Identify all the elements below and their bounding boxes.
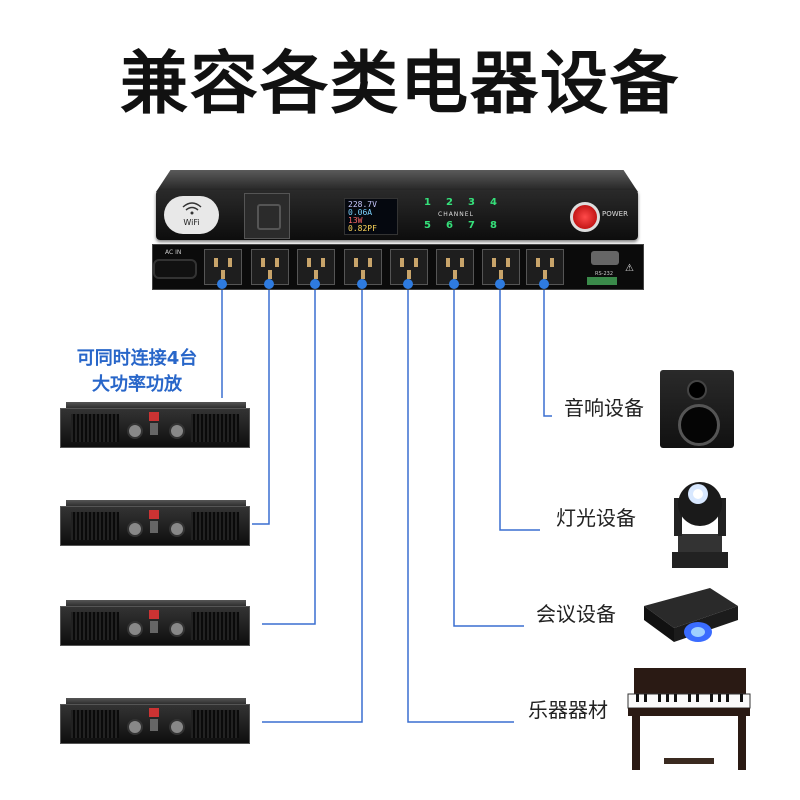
ac-in-label: AC IN: [165, 249, 182, 256]
amp-grill-right: [191, 710, 239, 738]
amp-power-switch: [150, 621, 158, 633]
line-outlet-6: [453, 284, 524, 627]
device-top-cover: [156, 170, 638, 192]
amp-group-label-line1: 可同时连接4台: [76, 348, 198, 369]
amplifier-top-3: [66, 600, 246, 608]
wifi-button[interactable]: WiFi: [164, 196, 219, 234]
wifi-label: WiFi: [183, 218, 200, 227]
speaker-label: 音响设备: [564, 396, 644, 420]
power-label: POWER: [602, 210, 628, 218]
moving-head-light-icon: [672, 482, 728, 568]
lcd-pf: 0.82PF: [348, 224, 377, 233]
amp-knob-left: [127, 719, 143, 735]
channel-6-led: 6: [446, 220, 453, 231]
lighting-label: 灯光设备: [556, 506, 636, 530]
line-outlet-8: [543, 284, 552, 417]
lcd-display: 228.7V 0.06A 13W 0.82PF: [344, 198, 398, 235]
amplifier-top-2: [66, 500, 246, 508]
channel-2-led: 2: [446, 197, 453, 208]
power-sequencer-front: WiFi 228.7V 0.06A 13W 0.82PF 1 2 3 4 CHA…: [156, 190, 638, 240]
outlet-8: [526, 249, 564, 285]
power-button[interactable]: [570, 202, 600, 232]
connector-dot-4: [357, 279, 367, 289]
amp-power-switch: [150, 423, 158, 435]
conference-label: 会议设备: [536, 602, 616, 626]
projector-icon: [644, 588, 738, 642]
amp-group-label-line2: 大功率功放: [92, 374, 182, 395]
amp-power-switch: [150, 719, 158, 731]
line-outlet-7: [499, 284, 540, 531]
amp-logo: [149, 510, 159, 519]
channel-1-led: 1: [424, 197, 431, 208]
lcd-current: 0.06A: [348, 208, 373, 217]
amp-grill-right: [191, 612, 239, 640]
amp-knob-left: [127, 423, 143, 439]
amp-knob-right: [169, 521, 185, 537]
amp-knob-right: [169, 621, 185, 637]
amplifier-2: [60, 506, 250, 546]
amp-grill-left: [71, 710, 119, 738]
wifi-icon: [182, 202, 202, 215]
warning-icon: ⚠: [625, 263, 634, 274]
line-outlet-3: [262, 284, 316, 625]
power-cable: [153, 259, 197, 279]
front-outlet: [244, 193, 290, 239]
amp-logo: [149, 610, 159, 619]
connector-dot-2: [264, 279, 274, 289]
amp-grill-right: [191, 414, 239, 442]
piano-icon: [627, 668, 751, 770]
channel-3-led: 3: [468, 197, 475, 208]
amp-power-switch: [150, 521, 158, 533]
channel-7-led: 7: [468, 220, 475, 231]
connector-dot-6: [449, 279, 459, 289]
amp-knob-left: [127, 621, 143, 637]
amp-grill-left: [71, 512, 119, 540]
amp-logo: [149, 708, 159, 717]
lcd-power: 13W: [348, 216, 363, 225]
line-outlet-2: [252, 284, 270, 525]
amplifier-4: [60, 704, 250, 744]
amp-grill-right: [191, 512, 239, 540]
instrument-label: 乐器器材: [528, 698, 608, 722]
amp-knob-right: [169, 719, 185, 735]
connector-dot-5: [403, 279, 413, 289]
connector-dot-8: [539, 279, 549, 289]
amp-knob-right: [169, 423, 185, 439]
page-title: 兼容各类电器设备: [119, 45, 680, 124]
connector-dot-1: [217, 279, 227, 289]
terminal-block: [587, 277, 617, 285]
amplifier-top-4: [66, 698, 246, 706]
channel-4-led: 4: [490, 197, 497, 208]
amp-knob-left: [127, 521, 143, 537]
amp-logo: [149, 412, 159, 421]
amp-grill-left: [71, 414, 119, 442]
amp-grill-left: [71, 612, 119, 640]
line-outlet-4: [262, 284, 363, 723]
rs232-label: RS-232: [595, 271, 613, 277]
channel-8-led: 8: [490, 220, 497, 231]
connector-dot-3: [310, 279, 320, 289]
line-outlet-5: [407, 284, 514, 723]
rs232-port: [591, 251, 619, 265]
amplifier-top-1: [66, 402, 246, 410]
amplifier-3: [60, 606, 250, 646]
speaker-icon: [660, 370, 734, 448]
channel-label: CHANNEL: [438, 211, 474, 218]
connector-dot-7: [495, 279, 505, 289]
amplifier-1: [60, 408, 250, 448]
lcd-voltage: 228.7V: [348, 200, 377, 209]
channel-5-led: 5: [424, 220, 431, 231]
